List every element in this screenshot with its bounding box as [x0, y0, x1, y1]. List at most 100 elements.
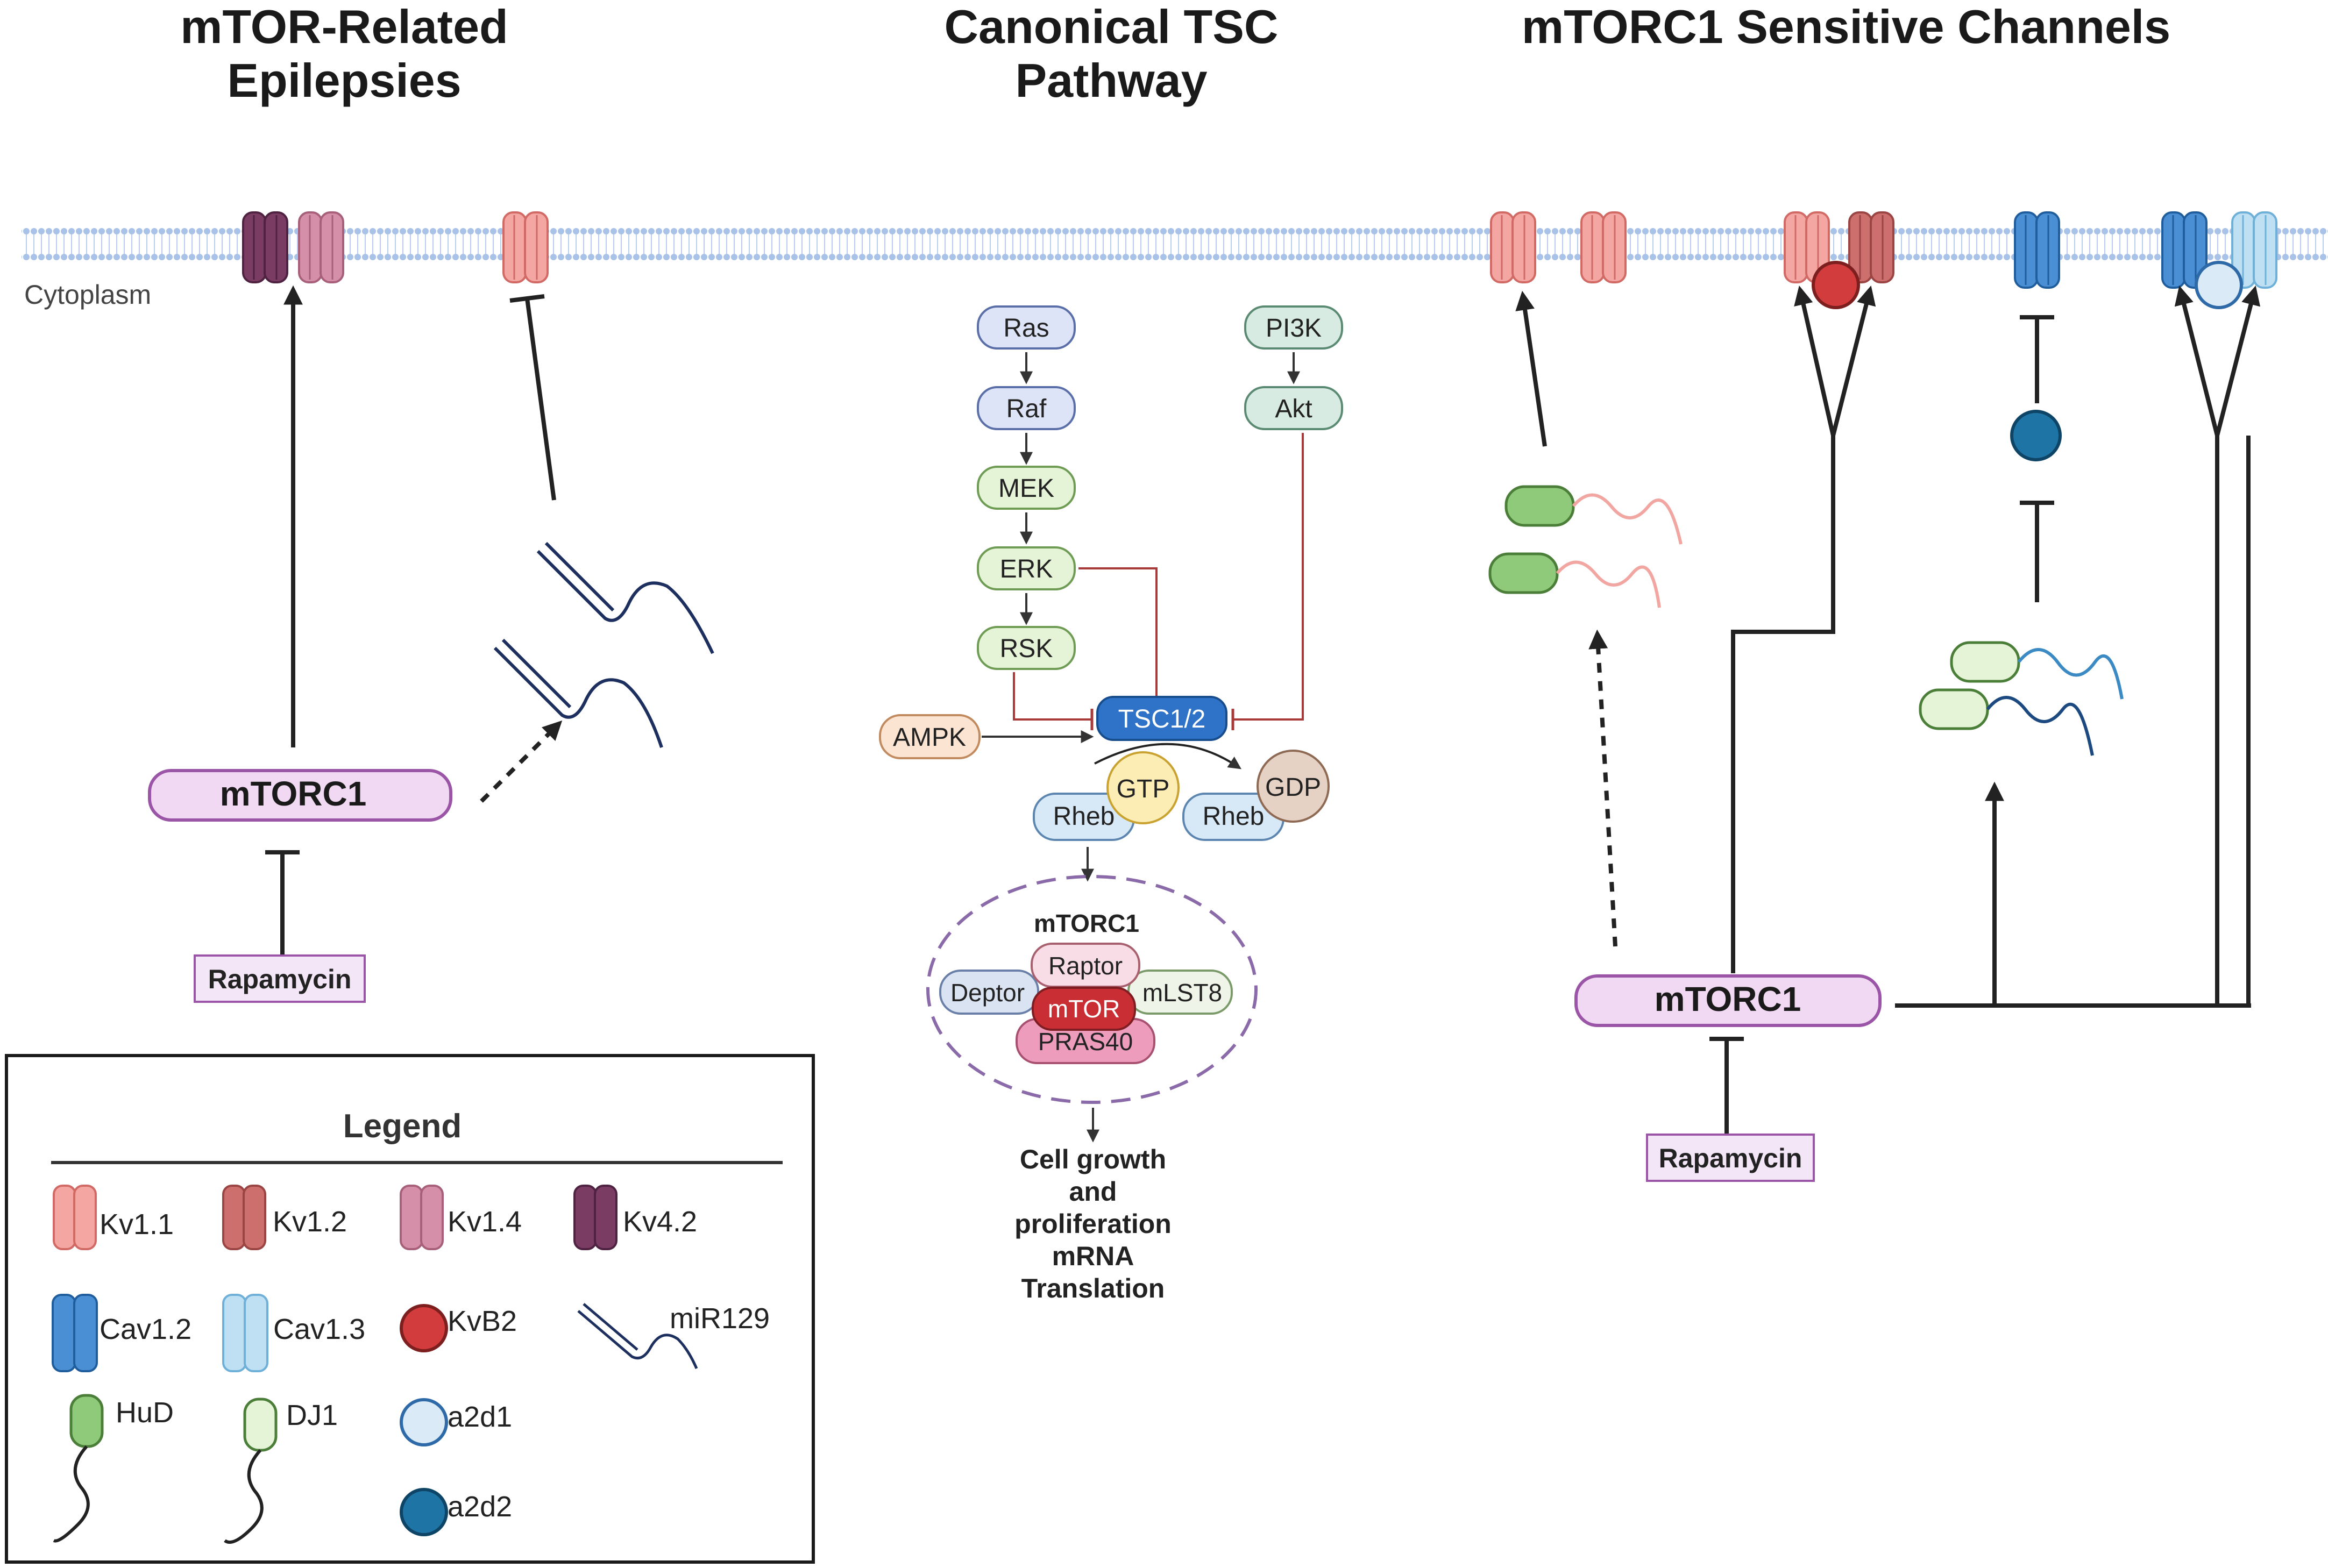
header-left: mTOR-Related Epilepsies [180, 0, 508, 107]
channel-kv14-membrane [298, 211, 344, 283]
legend-mir129-label: miR129 [670, 1302, 770, 1335]
legend-a2d1-label: a2d1 [448, 1401, 512, 1433]
legend-kvb2-label: KvB2 [448, 1305, 517, 1337]
node-tsc12: TSC1/2 [1096, 696, 1227, 741]
channel-kv12-membrane [1848, 211, 1894, 283]
mtorc1-node-right: mTORC1 [1574, 974, 1882, 1027]
node-mek-label: MEK [998, 474, 1054, 503]
legend-cav12-label: Cav1.2 [100, 1313, 191, 1345]
node-tsc12-label: TSC1/2 [1118, 705, 1206, 733]
legend-cav13-label: Cav1.3 [273, 1313, 365, 1345]
legend-title: Legend [343, 1108, 462, 1145]
legend-kvb2-icon [400, 1304, 448, 1352]
node-pi3k: PI3K [1244, 305, 1343, 350]
output-line-5: Translation [1021, 1273, 1165, 1303]
node-erk: ERK [977, 546, 1076, 590]
dashed-arrow-mtorc1-to-hud [1588, 629, 1617, 947]
complex-title: mTORC1 [1034, 909, 1139, 937]
inhibit-rapamycin-mtorc1-left [265, 850, 300, 957]
a2d1-subunit-membrane [2195, 261, 2243, 309]
inhibit-mir129-kv11 [509, 294, 556, 501]
legend-a2d2-icon [400, 1488, 448, 1536]
header-center-line1: Canonical TSC [945, 0, 1279, 53]
legend-hud-label: HuD [116, 1396, 174, 1429]
node-rsk-label: RSK [1000, 635, 1053, 663]
legend-dj1-icon [224, 1398, 278, 1544]
mtor-node [1032, 987, 1136, 1031]
legend-kv11-label: Kv1.1 [100, 1208, 174, 1241]
rapamycin-label-right: Rapamycin [1659, 1143, 1802, 1173]
channel-kv11-membrane-3 [1580, 211, 1627, 283]
legend-kv42-icon [573, 1185, 618, 1250]
kvb2-subunit-membrane [1812, 261, 1860, 309]
gdp-label: GDP [1265, 773, 1321, 802]
gtp-circle [1106, 751, 1180, 824]
arrow-hud-mrna-to-kv11 [1515, 290, 1547, 447]
inhibit-akt-tsc [1231, 433, 1304, 730]
branch-arrows-kv12-kvb2 [1731, 285, 1876, 973]
arrow-gtp-to-gdp [1094, 743, 1241, 769]
node-akt: Akt [1244, 386, 1343, 430]
channel-cav13-membrane [2231, 211, 2277, 289]
node-mek: MEK [977, 466, 1076, 510]
node-akt-label: Akt [1275, 395, 1312, 423]
legend-a2d2-label: a2d2 [448, 1491, 512, 1523]
output-line-2: and [1069, 1177, 1117, 1207]
mtorc1-node-left: mTORC1 [148, 769, 452, 822]
legend-cav13-icon [222, 1294, 268, 1372]
inhibit-dj1-a2d2 [2020, 501, 2054, 602]
legend-kv12-icon [222, 1185, 266, 1250]
mir129-strand-2 [493, 638, 663, 748]
header-left-line2: Epilepsies [227, 54, 461, 107]
inhibit-rapamycin-mtorc1-right [1709, 1037, 1744, 1135]
output-line-1: Cell growth [1020, 1144, 1166, 1174]
a2d2-node [2010, 410, 2062, 461]
node-ampk: AMPK [879, 714, 981, 759]
rheb-label-1: Rheb [1053, 802, 1115, 831]
node-raf: Raf [977, 386, 1076, 430]
dashed-arrow-mtorc1-to-mir129 [480, 720, 563, 803]
inhibit-rsk-tsc [1013, 672, 1094, 730]
deptor-node [939, 970, 1039, 1015]
header-left-line1: mTOR-Related [180, 0, 508, 53]
legend-a2d1-icon [400, 1398, 448, 1446]
channel-kv11-membrane-2 [1490, 211, 1536, 283]
mtorc1-label-left: mTORC1 [220, 774, 367, 813]
node-raf-label: Raf [1006, 395, 1047, 423]
node-ras-label: Ras [1003, 314, 1049, 343]
mlst8-label: mLST8 [1142, 979, 1222, 1007]
node-rsk: RSK [977, 626, 1076, 670]
channel-cav12-membrane-1 [2014, 211, 2060, 289]
node-ras: Ras [977, 305, 1076, 350]
cytoplasm-label: Cytoplasm [24, 280, 151, 310]
hud-mrna-complex [1488, 485, 1683, 608]
node-rheb-gtp: Rheb GTP [1033, 751, 1180, 841]
inhibit-a2d2-cav12 [2020, 315, 2054, 403]
mtorc1-label-right: mTORC1 [1655, 980, 1801, 1018]
cell-membrane [22, 223, 2328, 272]
rheb-label-2: Rheb [1203, 802, 1265, 831]
legend-box: Legend Kv1.1 Kv1.2 Kv1.4 Kv4.2 Cav1.2 [5, 1054, 815, 1564]
channel-kv42-membrane [242, 211, 288, 283]
header-right: mTORC1 Sensitive Channels [1522, 0, 2170, 53]
rapamycin-label-left: Rapamycin [208, 964, 352, 994]
legend-mir129-icon [577, 1303, 698, 1369]
rapamycin-box-right: Rapamycin [1646, 1134, 1815, 1182]
legend-kv14-icon [400, 1185, 444, 1250]
legend-kv42-label: Kv4.2 [623, 1206, 697, 1238]
output-line-4: mRNA [1052, 1241, 1134, 1271]
mtor-label: mTOR [1048, 995, 1120, 1023]
legend-hud-icon [53, 1394, 104, 1543]
mir129-strand-1 [536, 541, 714, 654]
legend-kv11-icon [53, 1185, 97, 1250]
raptor-label: Raptor [1048, 952, 1123, 980]
gdp-circle [1257, 750, 1330, 823]
rapamycin-box-left: Rapamycin [194, 954, 366, 1003]
pathway-output-text: Cell growth and proliferation mRNA Trans… [1014, 1144, 1172, 1303]
output-line-3: proliferation [1014, 1209, 1172, 1239]
mtorc1-complex: mTORC1 Deptor mLST8 Raptor PRAS40 mTOR [926, 875, 1258, 1104]
node-erk-label: ERK [1000, 555, 1053, 583]
line-mtorc1-to-right [1895, 286, 2261, 1008]
legend-cav12-icon [52, 1294, 98, 1372]
